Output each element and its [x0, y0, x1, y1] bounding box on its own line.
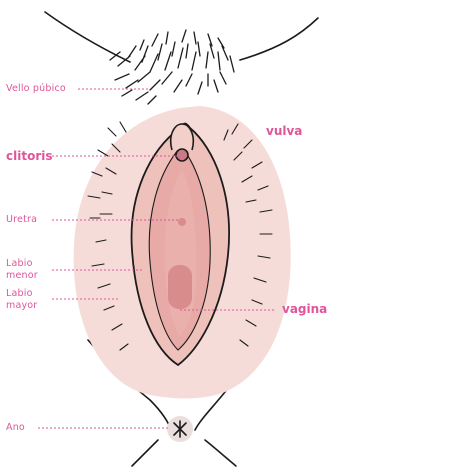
- label-labio-mayor-line2: mayor: [6, 300, 38, 311]
- pubic-hair: [109, 29, 235, 105]
- label-vagina: vagina: [282, 302, 328, 316]
- leader-lines: [38, 88, 276, 429]
- anus-mark: [173, 420, 187, 438]
- label-clitoris: clitoris: [6, 149, 53, 163]
- clitoris-glans: [175, 148, 189, 162]
- clitoral-hood: [169, 123, 195, 151]
- label-labio-mayor: Labio mayor: [6, 288, 37, 312]
- urethral-opening: [178, 218, 186, 226]
- label-vulva: vulva: [266, 124, 303, 138]
- label-labio-menor: Labio menor: [6, 258, 38, 282]
- label-vello-pubico: Vello púbico: [6, 83, 66, 94]
- label-labio-menor-line2: menor: [6, 270, 38, 281]
- label-labio-mayor-line1: Labio: [6, 288, 33, 299]
- label-labio-menor-line1: Labio: [6, 258, 33, 269]
- vaginal-opening: [168, 265, 192, 309]
- label-ano: Ano: [6, 422, 25, 433]
- label-uretra: Uretra: [6, 214, 38, 225]
- labia-hair-strokes: [87, 121, 273, 351]
